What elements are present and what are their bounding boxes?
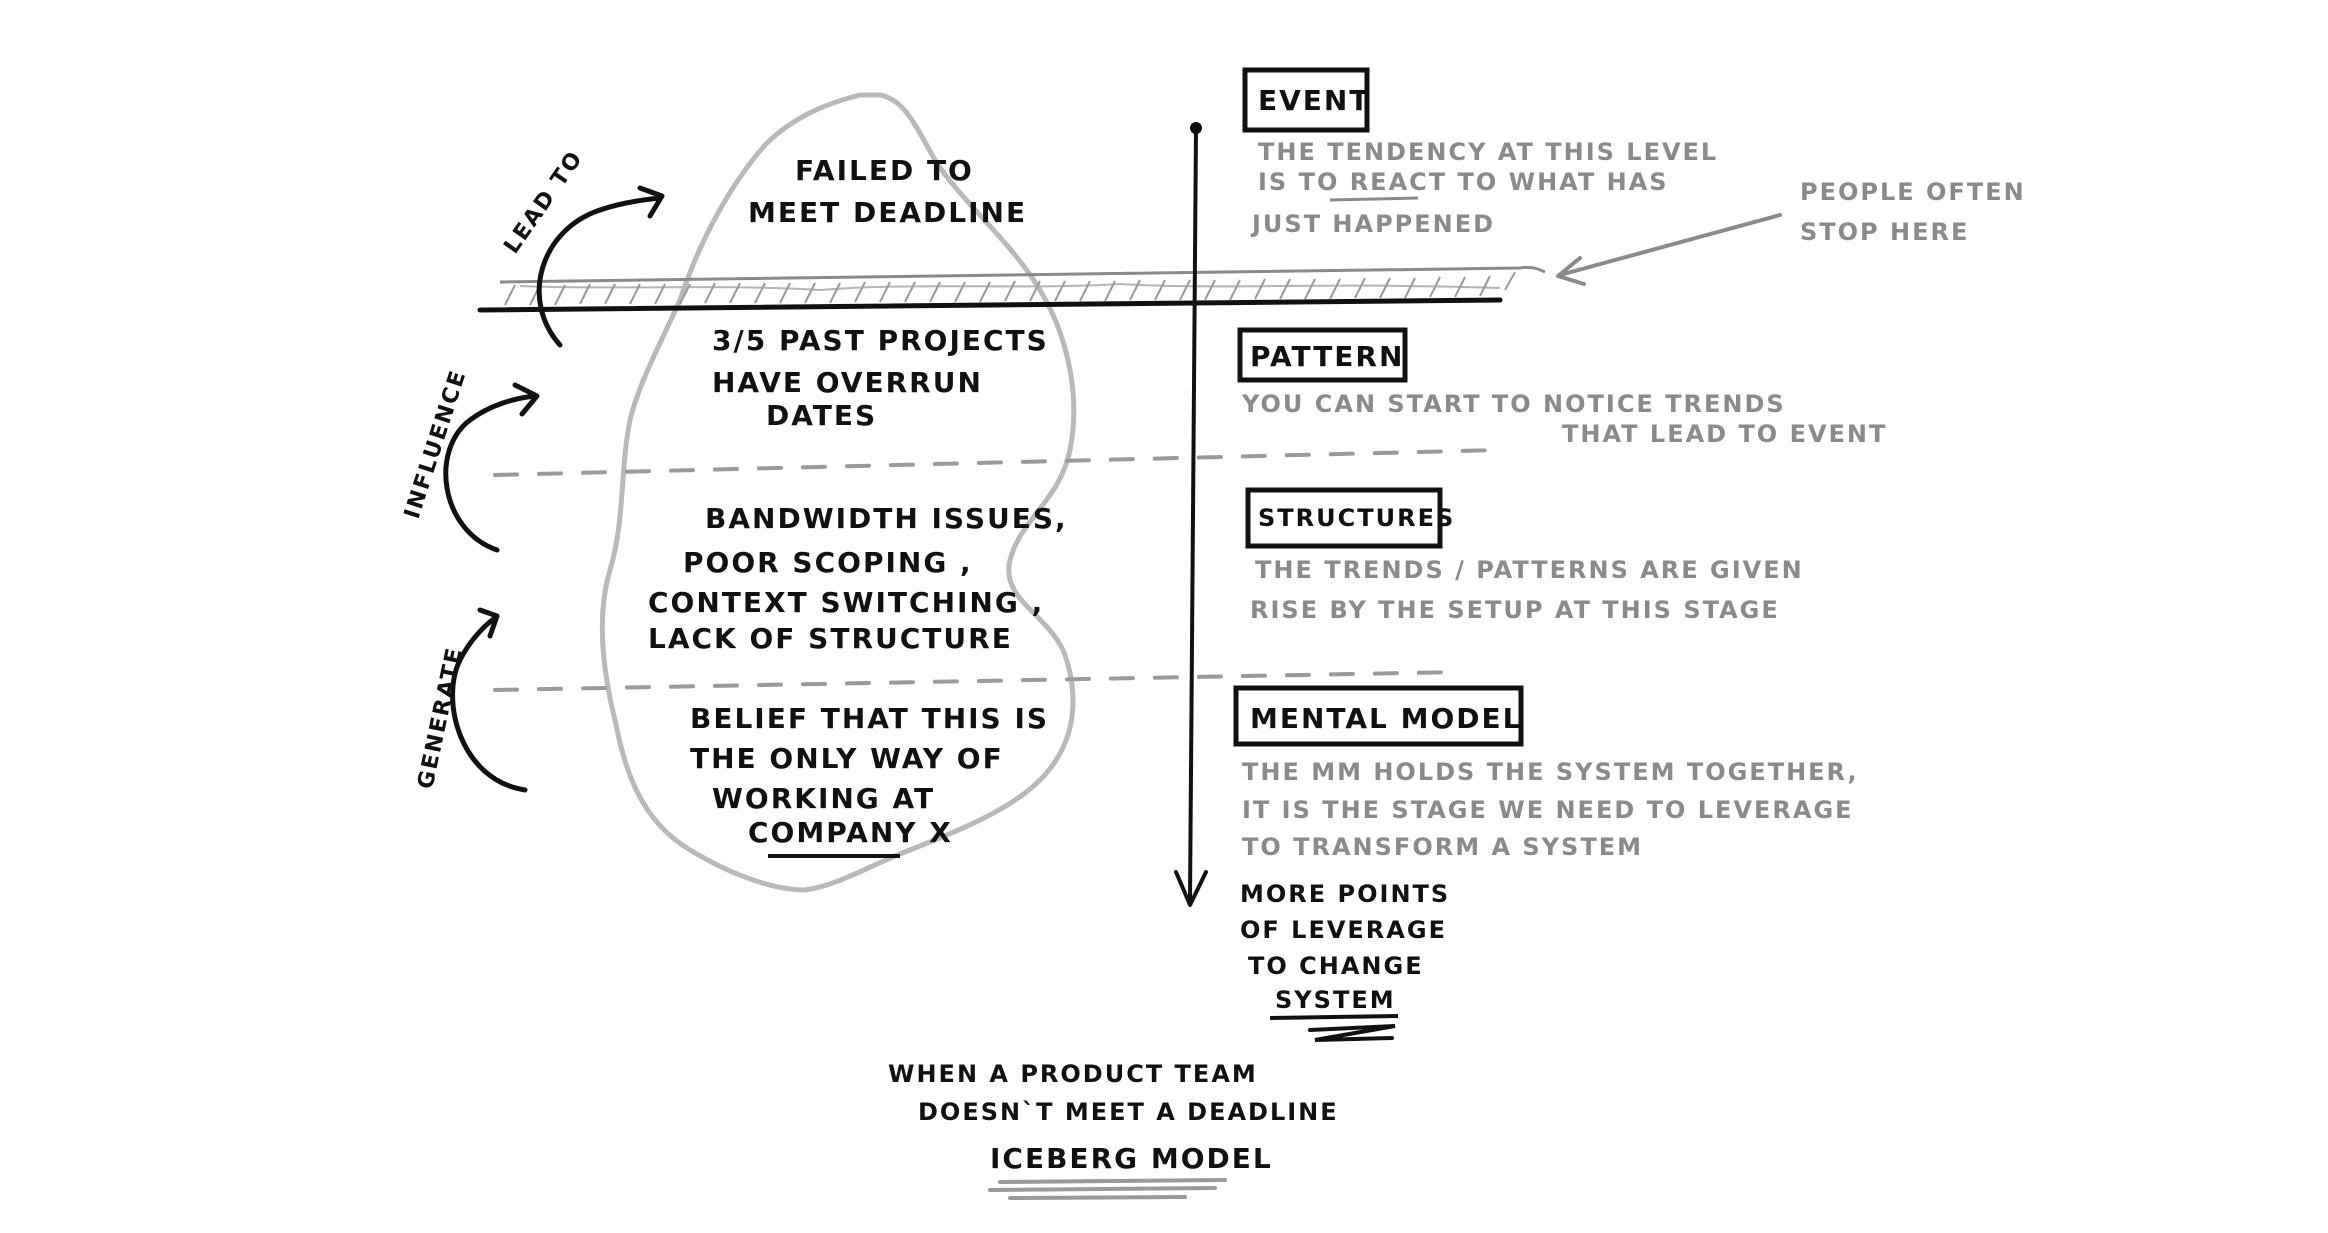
dashed-line-structures-mental-model	[493, 670, 1462, 692]
svg-text:ICEBERG MODEL: ICEBERG MODEL	[990, 1142, 1273, 1175]
structures-iceberg-text: BANDWIDTH ISSUES, POOR SCOPING , CONTEXT…	[648, 502, 1068, 655]
svg-text:3/5 PAST PROJECTS: 3/5 PAST PROJECTS	[712, 324, 1049, 357]
lead-to-arrow	[536, 185, 665, 348]
svg-text:COMPANY X: COMPANY X	[748, 816, 953, 849]
side-note: PEOPLE OFTEN STOP HERE	[1556, 178, 2026, 286]
svg-text:STRUCTURES: STRUCTURES	[1258, 504, 1455, 532]
svg-text:HAVE OVERRUN: HAVE OVERRUN	[712, 366, 983, 399]
svg-text:IT IS THE STAGE WE NEED TO LEV: IT IS THE STAGE WE NEED TO LEVERAGE	[1242, 796, 1854, 824]
water-surface	[477, 266, 1546, 313]
svg-text:MENTAL MODEL: MENTAL MODEL	[1250, 702, 1523, 735]
svg-text:CONTEXT SWITCHING ,: CONTEXT SWITCHING ,	[648, 586, 1044, 619]
lead-to-label: LEAD TO	[499, 146, 588, 258]
caption: WHEN A PRODUCT TEAM DOESN`T MEET A DEADL…	[888, 1060, 1339, 1200]
svg-text:WHEN A PRODUCT TEAM: WHEN A PRODUCT TEAM	[888, 1060, 1258, 1088]
svg-text:DATES: DATES	[766, 399, 877, 432]
svg-text:STOP HERE: STOP HERE	[1800, 218, 1969, 246]
event-iceberg-text: FAILED TO MEET DEADLINE	[748, 154, 1027, 229]
svg-text:OF LEVERAGE: OF LEVERAGE	[1240, 916, 1447, 944]
leverage-note: MORE POINTS OF LEVERAGE TO CHANGE SYSTEM	[1240, 880, 1450, 1042]
dashed-line-pattern-structures	[493, 448, 1502, 477]
influence-arrow	[443, 382, 540, 553]
mental-model-description: THE MM HOLDS THE SYSTEM TOGETHER, IT IS …	[1242, 758, 1859, 861]
event-title-box: EVENT	[1242, 67, 1370, 133]
svg-text:MEET DEADLINE: MEET DEADLINE	[748, 196, 1027, 229]
generate-label: GENERATE	[413, 644, 468, 791]
svg-text:IS TO REACT TO WHAT HAS: IS TO REACT TO WHAT HAS	[1258, 168, 1669, 196]
svg-text:DOESN`T MEET A DEADLINE: DOESN`T MEET A DEADLINE	[918, 1098, 1339, 1126]
svg-text:THE TRENDS / PATTERNS ARE GIVE: THE TRENDS / PATTERNS ARE GIVEN	[1255, 556, 1804, 584]
event-description: THE TENDENCY AT THIS LEVEL IS TO REACT T…	[1250, 138, 1718, 238]
svg-text:THE ONLY WAY OF: THE ONLY WAY OF	[690, 742, 1004, 775]
influence-label: INFLUENCE	[400, 366, 472, 521]
svg-text:THE TENDENCY AT THIS LEVEL: THE TENDENCY AT THIS LEVEL	[1258, 138, 1718, 166]
generate-arrow	[450, 607, 528, 793]
svg-text:TO TRANSFORM A SYSTEM: TO TRANSFORM A SYSTEM	[1242, 833, 1643, 861]
svg-text:TO CHANGE: TO CHANGE	[1248, 952, 1424, 980]
iceberg-outline	[599, 92, 1077, 893]
svg-text:THE MM HOLDS THE SYSTEM TOGETH: THE MM HOLDS THE SYSTEM TOGETHER,	[1242, 758, 1859, 786]
svg-text:RISE BY THE SETUP AT THIS STAG: RISE BY THE SETUP AT THIS STAGE	[1250, 596, 1780, 624]
svg-text:BANDWIDTH ISSUES,: BANDWIDTH ISSUES,	[705, 502, 1068, 535]
pattern-description: YOU CAN START TO NOTICE TRENDS THAT LEAD…	[1241, 390, 1887, 448]
svg-text:THAT LEAD TO EVENT: THAT LEAD TO EVENT	[1562, 420, 1887, 448]
svg-text:MORE POINTS: MORE POINTS	[1240, 880, 1450, 908]
structures-description: THE TRENDS / PATTERNS ARE GIVEN RISE BY …	[1250, 556, 1804, 624]
svg-text:LACK OF STRUCTURE: LACK OF STRUCTURE	[648, 622, 1013, 655]
svg-text:BELIEF THAT THIS IS: BELIEF THAT THIS IS	[690, 702, 1049, 735]
svg-text:SYSTEM: SYSTEM	[1275, 986, 1396, 1014]
mental-model-title-box: MENTAL MODEL	[1233, 685, 1524, 747]
svg-text:EVENT: EVENT	[1258, 84, 1370, 117]
svg-text:JUST HAPPENED: JUST HAPPENED	[1250, 210, 1495, 238]
svg-text:WORKING AT: WORKING AT	[712, 782, 935, 815]
mental-model-iceberg-text: BELIEF THAT THIS IS THE ONLY WAY OF WORK…	[690, 702, 1049, 858]
svg-text:YOU CAN START TO NOTICE TRENDS: YOU CAN START TO NOTICE TRENDS	[1241, 390, 1786, 418]
svg-text:FAILED TO: FAILED TO	[795, 154, 974, 187]
leverage-arrow	[1174, 122, 1208, 907]
pattern-title-box: PATTERN	[1237, 327, 1408, 383]
svg-text:PATTERN: PATTERN	[1250, 340, 1404, 373]
svg-text:POOR SCOPING ,: POOR SCOPING ,	[683, 546, 973, 579]
pattern-iceberg-text: 3/5 PAST PROJECTS HAVE OVERRUN DATES	[712, 324, 1049, 432]
svg-text:PEOPLE OFTEN: PEOPLE OFTEN	[1800, 178, 2026, 206]
structures-title-box: STRUCTURES	[1245, 487, 1455, 549]
